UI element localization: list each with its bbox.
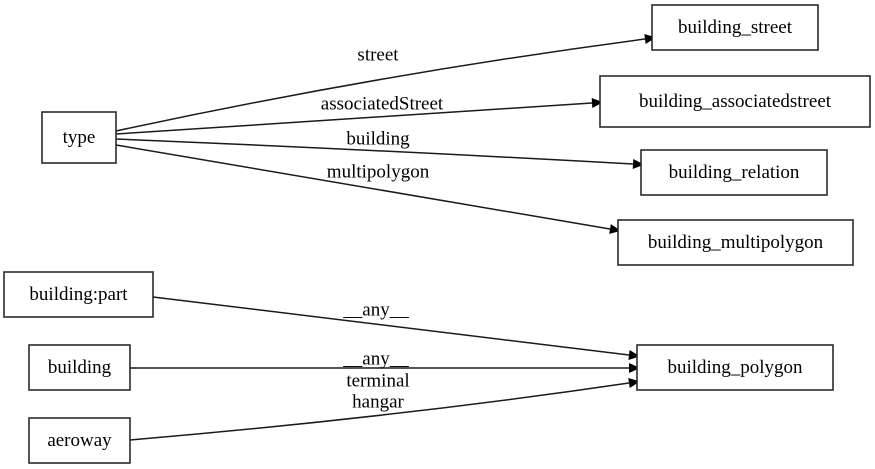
node-aeroway[interactable]: aeroway [28,417,131,464]
node-label: building_street [678,17,793,38]
edge-label: multipolygon [327,161,430,182]
edge-arrowhead [632,159,644,169]
edge-arrowhead [644,34,656,44]
graph-edge [115,34,656,132]
edge-line [152,296,630,356]
edge-line [115,102,593,135]
node-box[interactable] [640,149,828,196]
graph-edge [115,138,644,169]
edge-arrowhead [628,378,640,388]
edge-labels-layer: street associatedStreet building multipolyg… [321,44,444,412]
node-label: building_associatedstreet [639,91,832,112]
graph-edge [115,144,621,234]
node-box[interactable] [28,344,131,391]
edge-label: building [346,128,410,149]
node-label: building [48,357,112,378]
node-label: building:part [29,284,128,305]
edge-label: terminal [346,370,409,391]
node-building_street[interactable]: building_street [651,4,819,51]
graph-edge [152,296,640,360]
graph-edge [129,378,640,441]
edge-label: __any__ [342,299,409,320]
node-type[interactable]: type [41,111,117,164]
edge-arrowhead [591,98,603,108]
edge-label: street [357,44,399,65]
node-box[interactable] [617,219,854,266]
edge-arrowhead [628,350,640,360]
node-label: building_multipolygon [648,232,824,253]
edge-line [115,144,611,230]
node-box[interactable] [28,417,131,464]
node-building_polygon[interactable]: building_polygon [636,344,834,391]
node-box[interactable] [599,75,871,128]
node-label: building_polygon [667,357,803,378]
edge-label: associatedStreet [321,93,444,114]
node-label: type [63,127,96,148]
node-box[interactable] [636,344,834,391]
edge-arrowhead [629,363,640,373]
edge-label: __any__ [342,348,409,369]
node-building_part[interactable]: building:part [3,271,154,318]
graph-edge [115,98,603,135]
node-box[interactable] [3,271,154,318]
edge-line [115,138,634,165]
node-box[interactable] [651,4,819,51]
node-building_multipolygon[interactable]: building_multipolygon [617,219,854,266]
node-building_relation[interactable]: building_relation [640,149,828,196]
edge-line [129,382,630,441]
node-box[interactable] [41,111,117,164]
node-building_associatedstreet[interactable]: building_associatedstreet [599,75,871,128]
edges-layer [115,34,656,441]
edge-line [115,38,646,132]
graph-edge [130,363,640,373]
nodes-layer: type building_street building_associatedst… [3,4,871,464]
node-label: aeroway [47,430,112,451]
node-building[interactable]: building [28,344,131,391]
edge-label: hangar [352,391,404,412]
node-label: building_relation [669,162,800,183]
